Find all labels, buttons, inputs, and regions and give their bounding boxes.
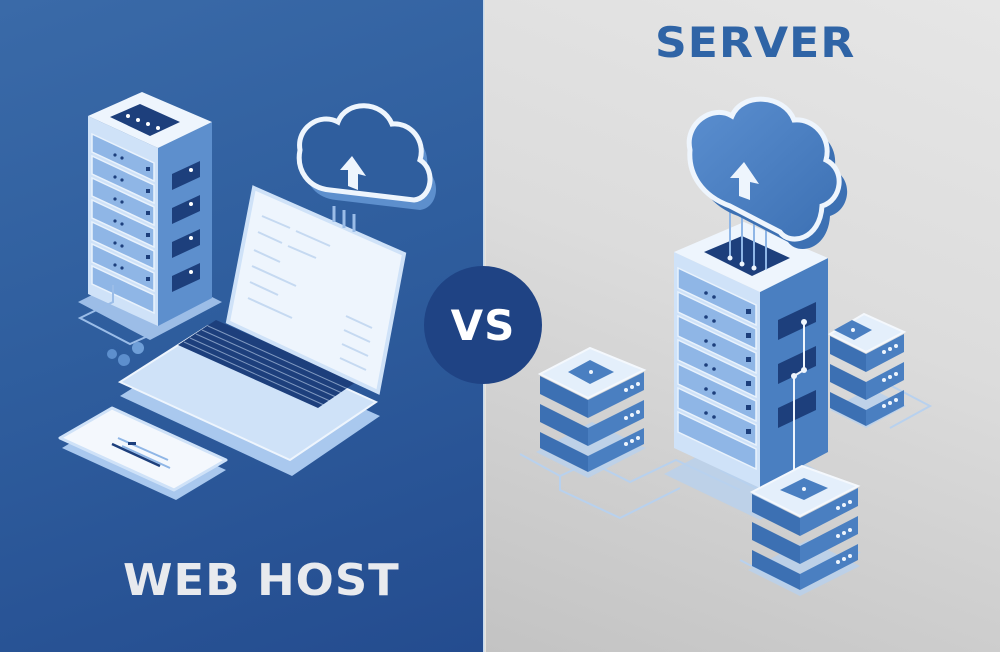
vs-label: VS xyxy=(450,300,516,350)
server-tower-icon xyxy=(78,92,222,340)
tablet-icon xyxy=(58,406,228,500)
cloud-upload-icon xyxy=(296,103,437,232)
cable-icon xyxy=(77,285,149,366)
cloud-upload-icon xyxy=(686,96,848,275)
server-stack-left-icon xyxy=(536,346,647,478)
server-stack-front-icon xyxy=(748,464,861,596)
web-host-heading: WEB HOST xyxy=(123,555,400,606)
vs-badge: VS xyxy=(424,266,542,384)
laptop-icon xyxy=(117,185,407,476)
server-stack-right-icon xyxy=(827,312,907,428)
server-heading: SERVER xyxy=(655,18,856,67)
